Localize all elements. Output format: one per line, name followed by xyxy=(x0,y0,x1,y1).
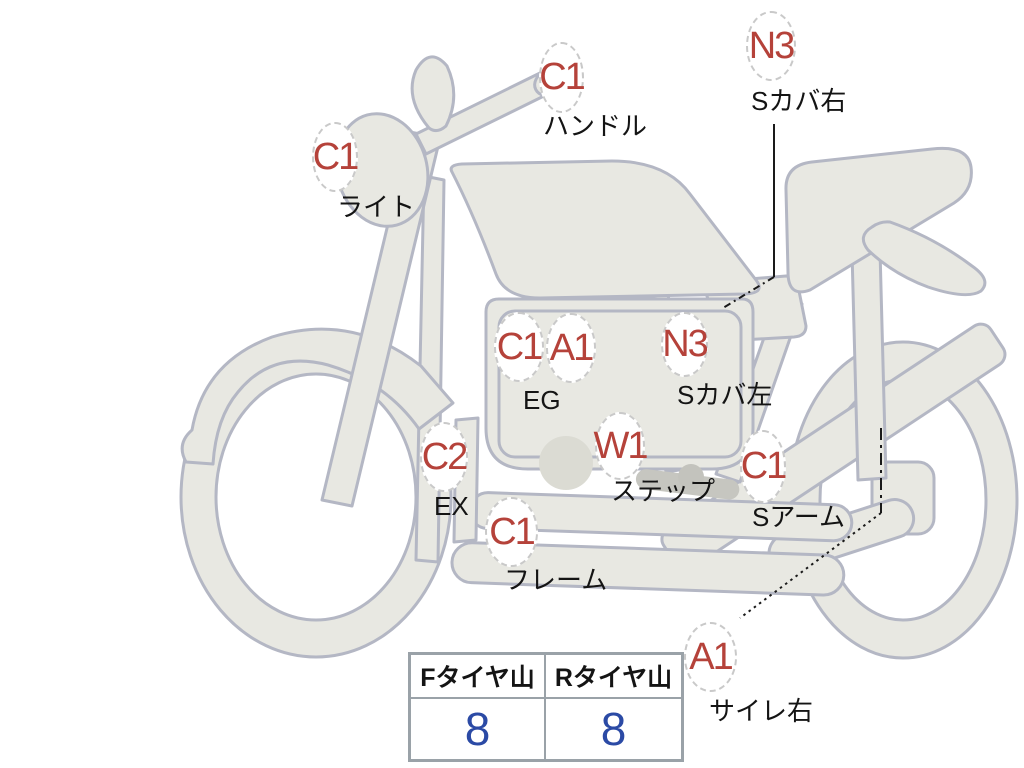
condition-marker-swing-arm: C1 xyxy=(740,430,787,503)
condition-marker-side-cover-right: N3 xyxy=(746,11,796,81)
mirror xyxy=(410,55,456,133)
exhaust-rail-lower xyxy=(450,541,846,597)
condition-marker-side-cover-left: N3 xyxy=(661,312,709,377)
rear-tire-header: Rタイヤ山 xyxy=(546,655,681,699)
leader-line-side-cover-right-dash xyxy=(722,276,775,309)
front-tire-value: 8 xyxy=(411,699,546,759)
part-label-swing-arm: Sアーム xyxy=(752,502,846,532)
tire-tread-table: Fタイヤ山 Rタイヤ山 8 8 xyxy=(408,652,684,762)
condition-marker-silencer-right: A1 xyxy=(684,622,737,692)
front-tire-header: Fタイヤ山 xyxy=(411,655,546,699)
seat xyxy=(784,146,973,294)
part-label-handlebar: ハンドル xyxy=(543,111,648,141)
part-label-exhaust: EX xyxy=(434,491,469,521)
part-label-frame: フレーム xyxy=(504,565,608,595)
condition-marker-step: W1 xyxy=(594,412,649,480)
condition-marker-exhaust: C2 xyxy=(420,422,468,492)
part-label-light: ライト xyxy=(337,192,416,222)
part-label-side-cover-left: Sカバ左 xyxy=(677,380,773,410)
condition-marker-engine-a1: A1 xyxy=(546,313,596,383)
fuel-tank xyxy=(449,159,761,300)
part-label-silencer-right: サイレ右 xyxy=(709,696,814,726)
crankcase xyxy=(539,436,593,490)
part-label-side-cover-right: Sカバ右 xyxy=(751,86,847,116)
rear-tire-value: 8 xyxy=(600,703,627,755)
condition-marker-handlebar: C1 xyxy=(539,42,586,113)
front-wheel-rim xyxy=(214,372,418,622)
part-label-step: ステップ xyxy=(611,476,716,506)
part-label-engine: EG xyxy=(523,385,561,415)
condition-marker-light: C1 xyxy=(312,122,359,192)
condition-marker-frame: C1 xyxy=(485,497,538,567)
step-peg xyxy=(678,464,704,490)
condition-marker-engine-c1: C1 xyxy=(494,312,544,382)
tail-cowl xyxy=(861,220,987,297)
